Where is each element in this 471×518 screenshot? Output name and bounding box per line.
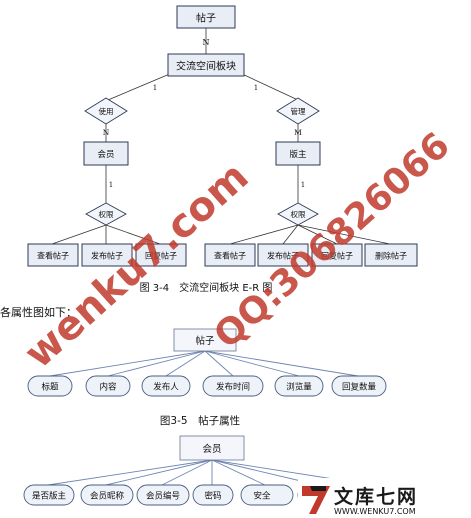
cardinality-n2: N (103, 128, 110, 137)
action-left-view-label: 查看帖子 (37, 251, 69, 261)
cardinality-1-mod: 1 (301, 181, 305, 189)
action-right-reply-label: 回复帖子 (321, 251, 353, 261)
action-right-delete-label: 删除帖子 (375, 251, 407, 261)
cardinality-1-left: 1 (153, 84, 157, 92)
cardinality-n: N (203, 38, 210, 47)
member-attr-nickname (80, 484, 134, 506)
connector-member-attr-1 (47, 459, 213, 486)
action-left-reply (135, 243, 187, 267)
action-left-publish (81, 243, 133, 267)
relation-permission-right (277, 202, 319, 226)
connector-board-use (107, 72, 173, 101)
connector-perm-right-3 (297, 224, 338, 245)
cardinality-m: M (294, 128, 302, 137)
member-attr-password (192, 484, 234, 506)
post-attr-author (141, 375, 191, 397)
post-attr-title (27, 375, 73, 397)
relation-permission-right-label: 权限 (291, 209, 306, 219)
relation-use (84, 97, 128, 125)
action-right-reply (311, 243, 363, 267)
member-attr-security-label: 安全 (253, 491, 271, 502)
post-attr-views-label: 浏览量 (286, 382, 312, 393)
connector-board-manage (239, 72, 299, 101)
member-attr-root-label: 会员 (202, 443, 221, 455)
post-attr-content-label: 内容 (99, 382, 117, 393)
post-attr-replies (331, 375, 387, 397)
relation-manage (276, 97, 320, 125)
entity-board (167, 53, 245, 77)
post-attr-title-label: 标题 (41, 382, 59, 393)
post-attr-time-label: 发布时间 (216, 382, 250, 393)
connector-post-attr-1 (49, 350, 206, 377)
intro-text: 各属性图如下： (0, 305, 77, 319)
action-right-delete (364, 243, 418, 267)
connector-post-attr-2 (107, 350, 206, 377)
connector-perm-right-2 (282, 224, 299, 245)
member-attr-id-label: 会员编号 (146, 491, 180, 502)
post-attr-replies-label: 回复数量 (342, 382, 377, 393)
member-attr-id (136, 484, 190, 506)
site-logo: 文库七网 WWW.WENKU7.COM (298, 478, 471, 518)
entity-moderator-label: 版主 (289, 149, 307, 160)
post-attr-views (274, 375, 324, 397)
relation-permission-left (85, 202, 127, 226)
member-attr-password-label: 密码 (204, 491, 221, 502)
entity-post (176, 5, 236, 29)
figure-caption-post-attrs: 图3-5 帖子属性 (160, 414, 240, 427)
action-right-publish (257, 243, 309, 267)
connector-post-attr-5 (204, 350, 300, 377)
post-attr-root (173, 328, 237, 352)
member-attr-root (179, 435, 245, 461)
logo-mark-icon (310, 486, 326, 491)
post-attr-content (85, 375, 131, 397)
relation-use-label: 使用 (99, 106, 114, 116)
entity-post-label: 帖子 (196, 12, 216, 25)
connector-post-attr-3 (165, 350, 206, 377)
action-right-publish-label: 发布帖子 (267, 251, 299, 261)
post-attr-author-label: 发布人 (153, 382, 179, 393)
connector-member-attr-3 (161, 459, 213, 486)
action-right-view (204, 243, 256, 267)
connector-perm-right-4 (297, 224, 391, 245)
logo-url: WWW.WENKU7.COM (334, 507, 416, 516)
relation-manage-label: 管理 (291, 106, 306, 116)
connector-perm-right-1 (229, 224, 299, 245)
entity-member-label: 会员 (97, 149, 114, 160)
post-attributes-diagram: 帖子 标题 内容 发布人 发布时间 浏览量 回复数量 图3-5 帖子属性 (27, 328, 387, 427)
member-attr-security (240, 484, 294, 506)
logo-background (298, 478, 471, 518)
connector-post-attr-4 (204, 350, 234, 377)
relation-permission-left-label: 权限 (99, 209, 114, 219)
entity-board-label: 交流空间板块 (176, 60, 236, 73)
connector-post-attr-6 (204, 350, 359, 377)
watermark-qq: QQ:306826066 (207, 125, 458, 357)
entity-member (83, 141, 129, 166)
cardinality-1-right: 1 (254, 84, 258, 92)
action-right-view-label: 查看帖子 (214, 251, 246, 261)
action-left-publish-label: 发布帖子 (91, 251, 123, 261)
post-attr-root-label: 帖子 (195, 335, 215, 347)
connector-member-attr-5 (211, 459, 266, 486)
entity-moderator (275, 141, 321, 166)
figure-caption-er: 图 3-4 交流空间板块 E-R 图 (140, 281, 273, 294)
connector-perm-left-1 (51, 224, 107, 245)
connector-perm-left-3 (105, 224, 161, 245)
action-left-view (27, 243, 79, 267)
cardinality-1-member: 1 (109, 181, 113, 189)
logo-seven-icon (302, 486, 330, 514)
member-attr-nickname-label: 会员昵称 (90, 491, 125, 502)
post-attr-time (202, 375, 264, 397)
action-left-reply-label: 回复帖子 (145, 251, 177, 261)
member-attr-is-moderator (23, 484, 75, 506)
logo-text: 文库七网 (334, 485, 418, 508)
er-diagram: 帖子 N 交流空间板块 1 1 使用 管理 N M 会员 版主 1 1 权限 权… (27, 5, 418, 294)
connector-member-attr-2 (105, 459, 213, 486)
member-attr-is-moderator-label: 是否版主 (32, 491, 67, 502)
